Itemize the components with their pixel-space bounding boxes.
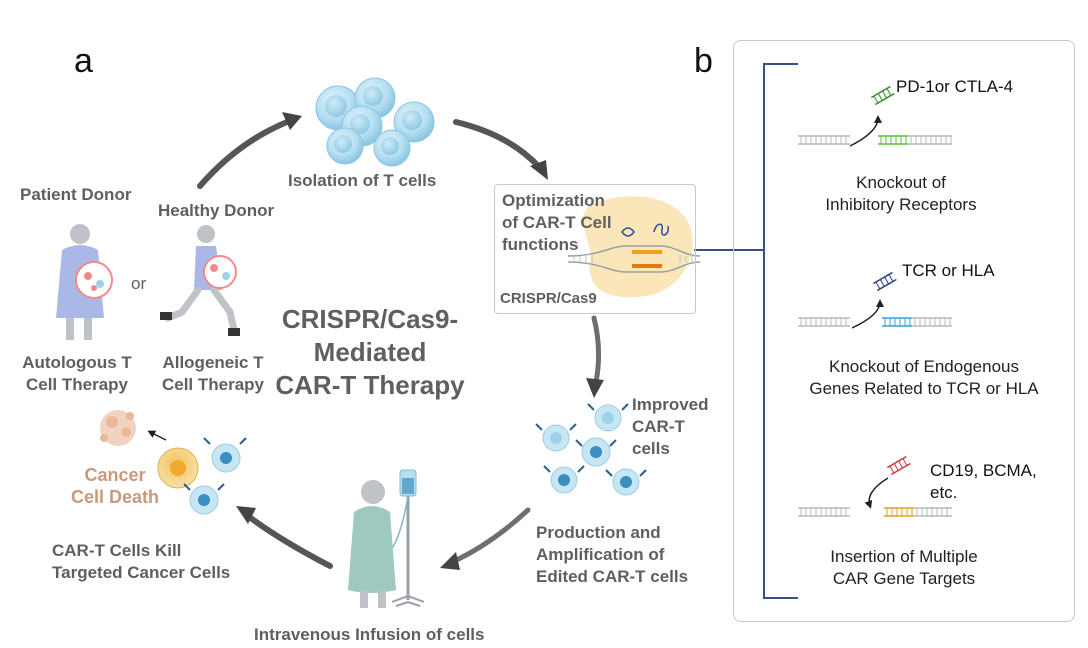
gene-edit-row [798, 455, 952, 517]
tcr-hla-tag: TCR or HLA [902, 261, 995, 280]
car-t-cell [581, 437, 611, 467]
kill-scene [100, 410, 247, 515]
dna-rungs [573, 255, 693, 263]
insertion-label: Insertion of Multiple CAR Gene Targets [830, 547, 978, 588]
edited-dna-fragment [886, 455, 911, 476]
blood-sample-icon [75, 261, 113, 299]
car-t-cell [211, 443, 241, 473]
iv-tube [391, 495, 409, 549]
blood-sample-icon [203, 255, 237, 289]
t-cell-cluster [315, 77, 435, 167]
or-label: or [131, 274, 147, 293]
car-t-cell [550, 466, 578, 494]
kill-label: CAR-T Cells Kill Targeted Cancer Cells [52, 541, 231, 582]
arrow-head-infusion [440, 552, 460, 570]
patient-donor-label: Patient Donor [20, 185, 132, 204]
patient-donor-figure [56, 224, 113, 340]
panel-b-box [733, 40, 1075, 622]
car-t-cell [542, 424, 570, 452]
arrow-to-improved [591, 315, 602, 385]
death-arrow [147, 430, 167, 441]
arrow-to-infusion [449, 507, 531, 565]
improved-label: Improved CAR-T cells [632, 395, 709, 458]
dna-double-strand [567, 245, 701, 273]
car-t-cell [189, 485, 219, 515]
t-cell [373, 129, 411, 167]
target-site [632, 264, 662, 268]
panel-b-letter: b [694, 42, 713, 80]
optimization-label: Optimization of CAR-T Cell functions [502, 191, 612, 254]
healthy-donor-figure [160, 225, 240, 336]
optimization-box [494, 184, 696, 314]
panel-a-letter: a [74, 42, 93, 80]
edited-dna-fragment [872, 271, 897, 292]
edited-dna-fragment [870, 85, 895, 106]
patient-gown [348, 506, 396, 593]
infusion-scene [348, 469, 425, 608]
main-title-line: CAR-T Therapy [275, 370, 465, 400]
sgrna-icon [653, 223, 669, 236]
gene-edit-row [798, 85, 952, 147]
gene-edit-row [798, 271, 952, 329]
t-cell [326, 127, 364, 165]
crispr-editing-graphic [567, 196, 701, 298]
infusion-label: Intravenous Infusion of cells [254, 625, 485, 644]
edit-arrow [851, 299, 884, 329]
arrow-head-optimization [530, 160, 548, 180]
cycle-arrows [197, 112, 604, 570]
autologous-label: Autologous T Cell Therapy [22, 353, 132, 394]
isolation-label: Isolation of T cells [288, 171, 437, 190]
allogeneic-label: Allogeneic T Cell Therapy [161, 353, 265, 394]
car-receptors [535, 403, 647, 477]
improved-car-t-cells [535, 403, 647, 496]
crispr-label: CRISPR/Cas9 [500, 290, 597, 307]
panel-b-bracket [763, 63, 798, 599]
main-title-line: CRISPR/Cas9- [281, 304, 459, 334]
arrow-head-improved [586, 378, 604, 398]
car-t-cell [612, 468, 640, 496]
cancer-cell [157, 447, 199, 489]
t-cell [393, 101, 435, 143]
pd1-ctla4-tag: PD-1or CTLA-4 [896, 77, 1014, 96]
patient-head [361, 480, 385, 504]
healthy-donor-label: Healthy Donor [158, 201, 275, 220]
dead-cancer-cell [100, 410, 136, 446]
cd19-bcma-tag: CD19, BCMA, etc. [930, 461, 1037, 502]
edit-arrow [849, 115, 882, 147]
production-label: Production and Amplification of Edited C… [536, 523, 689, 586]
cancer-death-label: Cancer Cell Death [70, 465, 160, 507]
iv-stand [391, 594, 425, 607]
main-title: CRISPR/Cas9- Mediated CAR-T Therapy [255, 303, 485, 402]
gene-edit-rows [798, 85, 952, 517]
knockout-endogenous-label: Knockout of Endogenous Genes Related to … [809, 357, 1039, 398]
arrow-to-kill [245, 513, 333, 569]
edit-arrow [864, 477, 889, 509]
main-title-line: Mediated [313, 337, 427, 367]
shoe-icon [228, 328, 240, 336]
scissors-icon [621, 227, 635, 237]
arrow-head-kill [236, 506, 256, 524]
car-t-cell [594, 404, 622, 432]
arrow-to-isolation [197, 117, 295, 189]
arrow-head-isolation [282, 112, 302, 130]
knockout-inhibitory-label: Knockout of Inhibitory Receptors [825, 173, 977, 214]
shoe-icon [160, 312, 172, 320]
arrow-to-optimization [453, 119, 543, 171]
guide-rna [632, 250, 662, 254]
